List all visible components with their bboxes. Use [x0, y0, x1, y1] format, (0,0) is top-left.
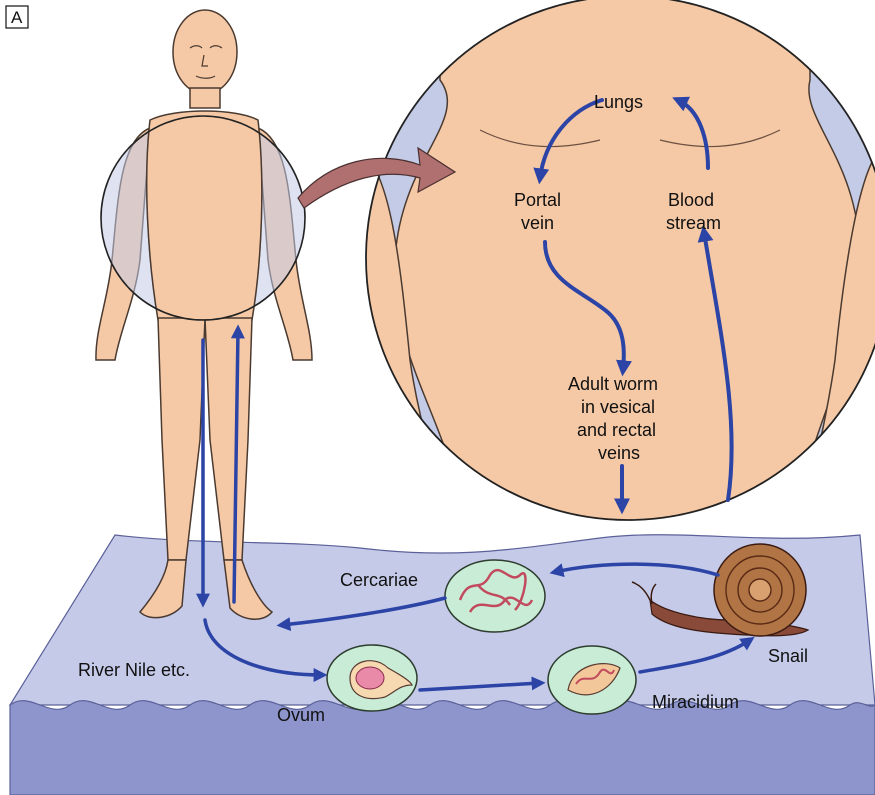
label-blood-stream-2: stream: [666, 213, 721, 233]
label-adult-worm-2: in vesical: [581, 397, 655, 417]
label-miracidium: Miracidium: [652, 692, 739, 712]
label-portal-vein-1: Portal: [514, 190, 561, 210]
label-blood-stream-1: Blood: [668, 190, 714, 210]
label-adult-worm-1: Adult worm: [568, 374, 658, 394]
label-lungs: Lungs: [594, 92, 643, 112]
label-adult-worm-3: and rectal: [577, 420, 656, 440]
label-cercariae: Cercariae: [340, 570, 418, 590]
label-ovum: Ovum: [277, 705, 325, 725]
cercariae-cell: [445, 560, 545, 632]
ovum-cell: [327, 645, 417, 711]
label-snail: Snail: [768, 646, 808, 666]
panel-label-box: A: [6, 6, 28, 28]
label-adult-worm-4: veins: [598, 443, 640, 463]
label-river: River Nile etc.: [78, 660, 190, 680]
label-portal-vein-2: vein: [521, 213, 554, 233]
panel-label: A: [11, 8, 23, 27]
miracidium-cell: [548, 646, 636, 714]
